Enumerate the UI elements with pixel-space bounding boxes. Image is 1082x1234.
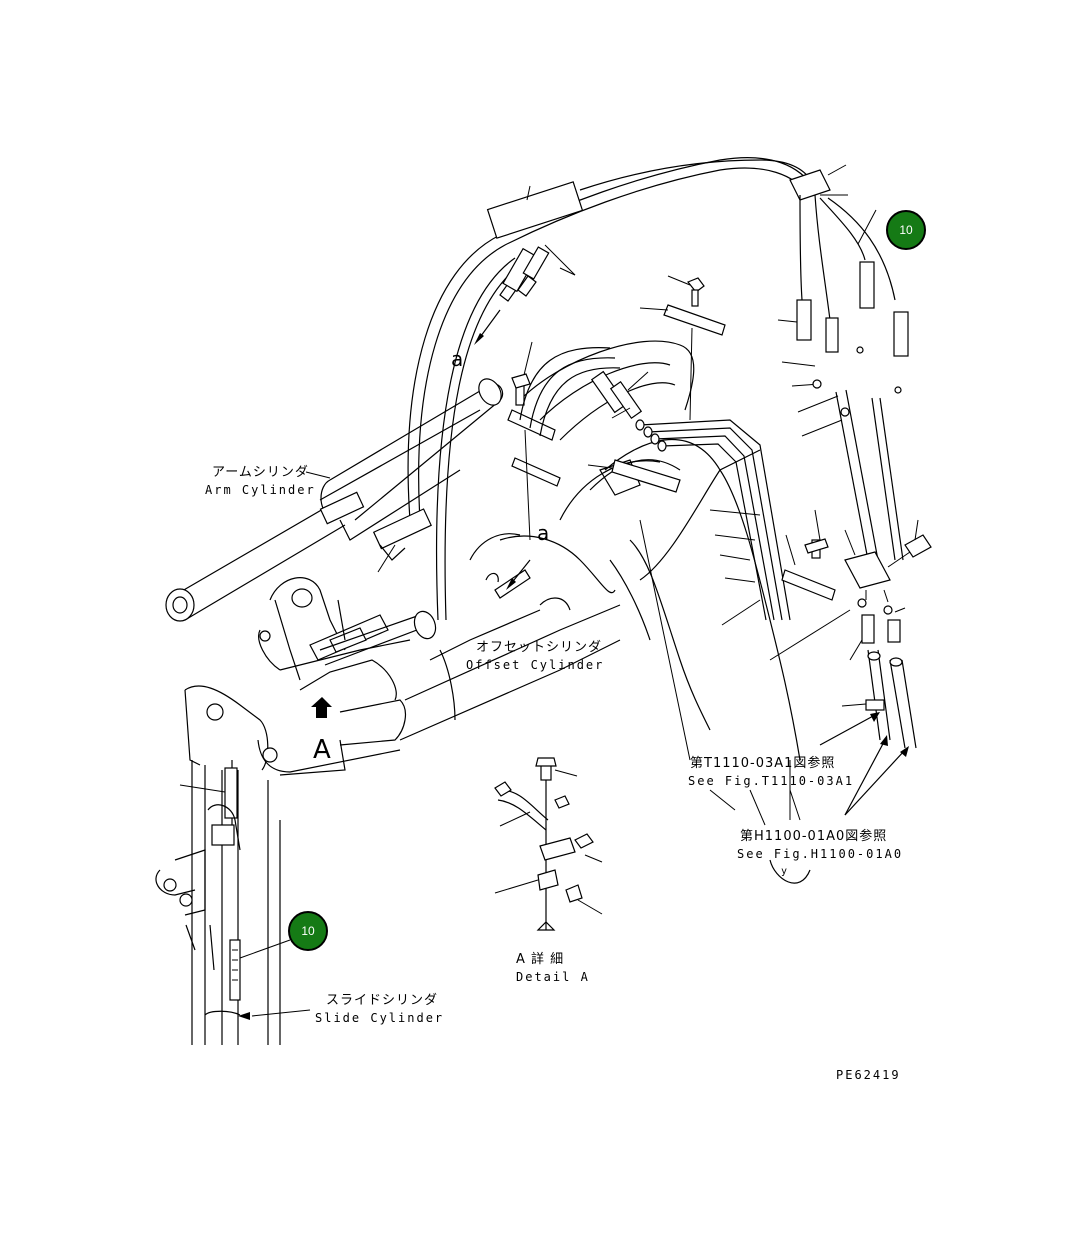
detail-a-label-en: Detail A <box>516 970 590 984</box>
drawing-number: PE62419 <box>836 1068 901 1082</box>
offset-cylinder-label-jp: オフセットシリンダ <box>476 640 602 655</box>
see-fig-h1100-jp: 第H1100-01A0図参照 <box>740 828 887 844</box>
see-fig-t1110-en: See Fig.T1110-03A1 <box>688 774 854 788</box>
upper-hose-bundle <box>407 157 909 621</box>
callout-10-upper-number: 10 <box>899 223 913 237</box>
reference-leaders <box>639 519 811 884</box>
arm-cylinder-label-jp: アームシリンダ <box>212 465 309 480</box>
detail-a-drawing <box>494 757 603 931</box>
middle-clamps <box>319 244 649 599</box>
ref-a-lower: a <box>537 521 549 545</box>
slide-cylinder-label-jp: スライドシリンダ <box>326 993 438 1008</box>
callout-10-lower-number: 10 <box>301 924 315 938</box>
ref-y: y <box>781 866 789 877</box>
see-fig-t1110-jp: 第T1110-03A1図参照 <box>690 755 835 771</box>
slide-cylinder-column <box>155 760 311 1045</box>
callout-10-upper[interactable]: 10 <box>886 210 926 250</box>
slide-cylinder-label-en: Slide Cylinder <box>315 1011 444 1025</box>
boom-body <box>469 275 851 820</box>
callout-10-lower[interactable]: 10 <box>288 911 328 951</box>
offset-bracket <box>184 577 621 776</box>
offset-cylinder-label-en: Offset Cylinder <box>466 658 604 672</box>
see-fig-h1100-en: See Fig.H1100-01A0 <box>737 847 903 861</box>
detail-a-label-jp: A 詳 細 <box>516 951 564 967</box>
arm-cylinder-label-en: Arm Cylinder <box>205 483 316 497</box>
right-hose-assembly <box>781 509 932 816</box>
ref-a-upper: a <box>451 347 463 371</box>
view-a-marker: A <box>313 735 331 765</box>
annotations: アームシリンダ Arm Cylinder オフセットシリンダ Offset Cy… <box>205 347 903 1082</box>
arm-cylinder <box>165 378 504 622</box>
